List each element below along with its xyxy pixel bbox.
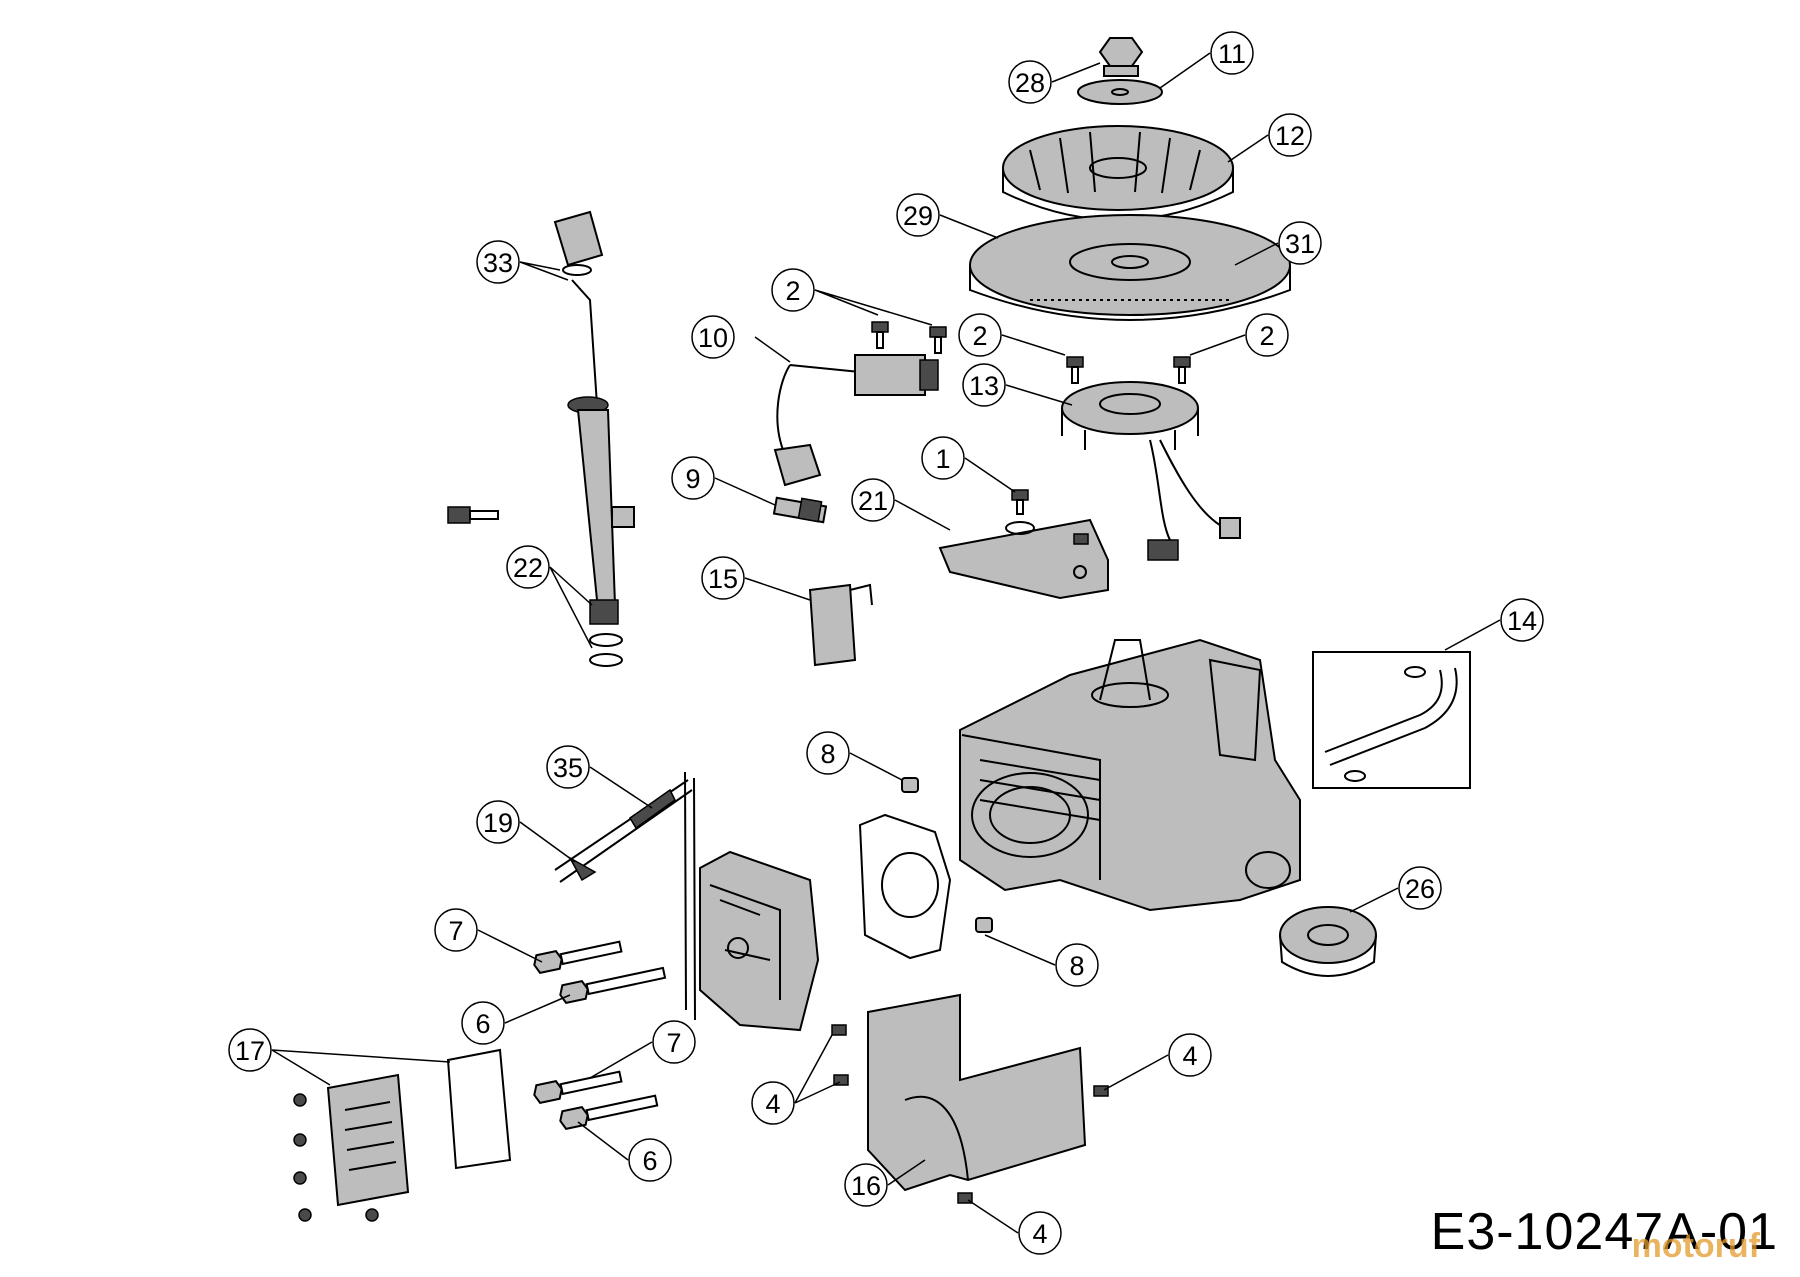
stator-13: [1061, 381, 1241, 561]
callout: 2: [1245, 313, 1289, 357]
flywheel-31: [969, 214, 1291, 321]
callout: 31: [1278, 221, 1322, 265]
svg-text:21: 21: [858, 486, 888, 516]
svg-text:10: 10: [698, 323, 728, 353]
fuel-line-kit-14: [1312, 651, 1471, 789]
valve-cover-17: [293, 1073, 410, 1222]
watermark-logo: motoruf: [1631, 1227, 1760, 1265]
valve-cover-gasket: [446, 1048, 512, 1170]
svg-text:26: 26: [1405, 874, 1435, 904]
document-code: E3-10247A-01: [1430, 1203, 1778, 1261]
svg-text:12: 12: [1275, 121, 1305, 151]
callout: 15: [701, 556, 745, 600]
screws-2: [871, 321, 1191, 384]
cap-26: [1279, 906, 1377, 977]
bolts-7-6: [533, 940, 667, 1130]
svg-text:7: 7: [666, 1028, 681, 1058]
svg-text:9: 9: [685, 464, 700, 494]
callout: 11: [1210, 31, 1254, 75]
callout: 19: [476, 800, 520, 844]
svg-text:6: 6: [642, 1146, 657, 1176]
callout: 7: [652, 1020, 696, 1064]
svg-text:8: 8: [1069, 951, 1084, 981]
dowel-pins-8: [901, 777, 993, 933]
svg-text:4: 4: [1182, 1041, 1197, 1071]
cylinder-head: [699, 850, 820, 1032]
svg-text:11: 11: [1218, 39, 1246, 69]
callout: 2: [771, 268, 815, 312]
svg-text:4: 4: [1032, 1219, 1047, 1249]
callout: 26: [1398, 866, 1442, 910]
callout: 21: [851, 478, 895, 522]
callout: 22: [506, 545, 550, 589]
screw-1: [1011, 489, 1029, 515]
svg-text:31: 31: [1285, 229, 1315, 259]
callout: 4: [1018, 1211, 1062, 1255]
callout: 1: [921, 436, 965, 480]
callout: 10: [691, 315, 735, 359]
engine-block: [959, 638, 1301, 912]
callout: 7: [434, 908, 478, 952]
fan-12: [1002, 125, 1234, 221]
callout: 6: [628, 1138, 672, 1182]
dipstick-33: [553, 210, 604, 421]
svg-text:8: 8: [820, 739, 835, 769]
svg-text:28: 28: [1015, 68, 1045, 98]
svg-text:16: 16: [851, 1171, 881, 1201]
svg-text:14: 14: [1507, 606, 1537, 636]
svg-text:2: 2: [972, 321, 987, 351]
svg-text:17: 17: [235, 1036, 265, 1066]
svg-text:7: 7: [448, 916, 463, 946]
air-guide-16: [867, 993, 1087, 1192]
shield-21: [938, 518, 1109, 600]
flywheel-nut: [1098, 37, 1144, 77]
spark-plug-9: [772, 496, 828, 524]
callout: 35: [546, 745, 590, 789]
svg-text:2: 2: [1259, 321, 1274, 351]
svg-text:4: 4: [765, 1089, 780, 1119]
svg-text:22: 22: [513, 553, 543, 583]
callout: 12: [1268, 113, 1312, 157]
svg-text:19: 19: [483, 808, 513, 838]
callout: 6: [461, 1001, 505, 1045]
callout: 2: [958, 313, 1002, 357]
svg-text:2: 2: [785, 276, 800, 306]
callout: 4: [751, 1081, 795, 1125]
svg-text:1: 1: [935, 444, 950, 474]
svg-text:15: 15: [708, 564, 738, 594]
callout: 29: [896, 193, 940, 237]
callout: 28: [1008, 60, 1052, 104]
washer-11: [1077, 79, 1163, 105]
callout: 8: [806, 731, 850, 775]
svg-text:29: 29: [903, 201, 933, 231]
callout: 13: [962, 363, 1006, 407]
svg-text:35: 35: [553, 753, 583, 783]
leader-lines: [271, 52, 1501, 1234]
module-15: [808, 583, 873, 667]
cylinder-head-gasket: [858, 813, 952, 960]
screws-4: [831, 1024, 1109, 1204]
svg-text:13: 13: [969, 371, 999, 401]
oil-fill-tube-22: [447, 396, 635, 667]
callout: 9: [671, 456, 715, 500]
callout: 14: [1500, 598, 1544, 642]
svg-text:6: 6: [475, 1009, 490, 1039]
callout: 4: [1168, 1033, 1212, 1077]
callout: 8: [1055, 943, 1099, 987]
callout: 16: [844, 1163, 888, 1207]
svg-text:33: 33: [483, 248, 513, 278]
valve-19: [568, 856, 597, 882]
callout: 17: [228, 1028, 272, 1072]
callout: 33: [476, 240, 520, 284]
ignition-coil-10: [773, 354, 939, 487]
